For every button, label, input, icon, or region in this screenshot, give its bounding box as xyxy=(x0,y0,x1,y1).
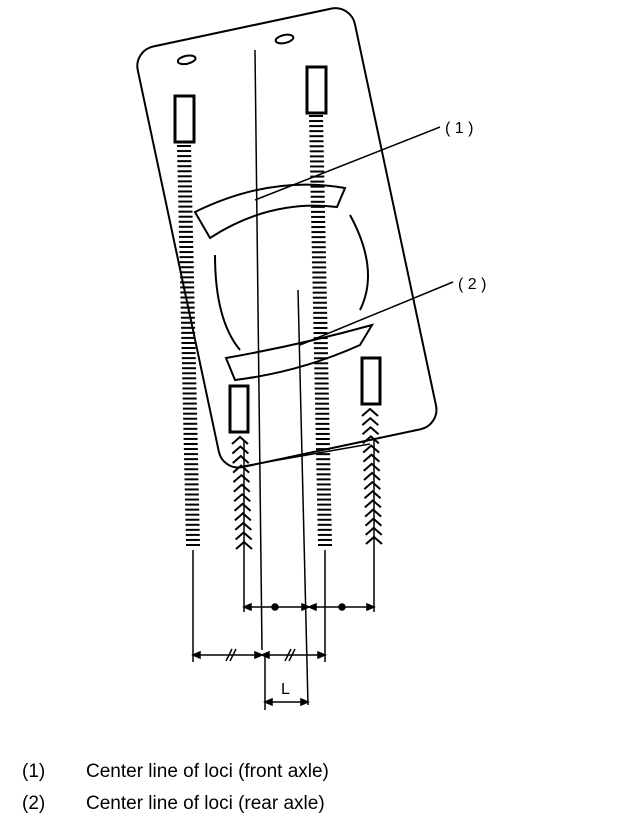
rear-left-track-mark xyxy=(234,512,252,522)
legend-item-rear: (2) Center line of loci (rear axle) xyxy=(22,793,325,815)
rear-right-track-mark xyxy=(361,407,379,417)
tire-tracks xyxy=(177,115,383,550)
rear-track-leader xyxy=(243,443,371,467)
callout-2-leader xyxy=(299,281,454,346)
front-right-wheel xyxy=(305,65,328,115)
rear-right-track-mark xyxy=(364,499,382,509)
rear-left-track-mark xyxy=(233,492,251,503)
callout-2-label: ( 2 ) xyxy=(458,276,486,293)
rear-left-track-mark xyxy=(232,464,250,474)
rear-right-track-mark xyxy=(363,489,382,500)
rear-left-track-mark xyxy=(231,445,250,455)
front-center-line xyxy=(254,49,263,651)
rear-right-track-mark xyxy=(363,462,381,472)
callout-1-label: ( 1 ) xyxy=(445,120,473,137)
rear-left-track-mark xyxy=(232,473,251,483)
legend-item-front: (1) Center line of loci (front axle) xyxy=(22,761,329,783)
legend-number: (1) xyxy=(22,761,46,782)
front-track-dimension xyxy=(191,550,327,662)
rear-right-track-mark xyxy=(362,453,381,463)
rear-right-track-mark xyxy=(363,471,381,481)
vehicle-body xyxy=(136,7,438,469)
rear-right-track-mark xyxy=(361,416,379,426)
axle-frame xyxy=(193,183,375,382)
callout-1-leader xyxy=(254,126,441,201)
rear-left-track-mark xyxy=(233,502,252,512)
rear-track-dimension xyxy=(242,440,376,612)
rear-left-track-mark xyxy=(231,435,249,445)
rear-right-track-mark xyxy=(363,480,381,490)
legend-text: Center line of loci (front axle) xyxy=(86,761,329,782)
rear-right-track-mark xyxy=(361,425,380,436)
legend-number: (2) xyxy=(22,793,46,814)
rear-right-track-mark xyxy=(362,435,380,445)
front-left-wheel xyxy=(173,94,196,144)
wheel-track-diagram: ( 1 ) ( 2 ) L xyxy=(136,7,486,710)
dimension-l-label: L xyxy=(281,681,290,698)
rear-left-track-mark xyxy=(232,454,250,464)
legend-text: Center line of loci (rear axle) xyxy=(86,793,325,814)
rear-right-track-mark xyxy=(364,508,382,518)
rear-right-track-mark xyxy=(362,444,380,454)
rear-left-wheel xyxy=(228,384,250,434)
offset-dimension-l xyxy=(263,655,310,710)
rear-center-line xyxy=(297,289,309,706)
rear-left-track-mark xyxy=(233,483,251,493)
rear-right-wheel xyxy=(360,356,382,406)
